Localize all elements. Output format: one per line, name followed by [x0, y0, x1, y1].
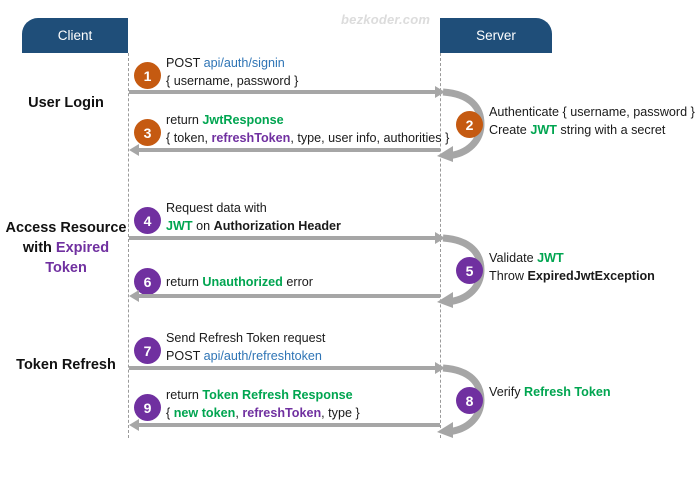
step-text-9: return Token Refresh Response { new toke… [166, 387, 360, 422]
section-line: Resource [60, 220, 127, 236]
step-text-6: return Unauthorized error [166, 274, 313, 292]
arrow-9-server-to-client [129, 419, 440, 431]
step-text-5: Validate JWT Throw ExpiredJwtException [489, 250, 655, 285]
step-badge-7: 7 [134, 337, 161, 364]
actor-header-client: Client [22, 18, 128, 53]
step-text-line: return JwtResponse [166, 113, 284, 127]
step-text-line: JWT on Authorization Header [166, 218, 341, 233]
step-text-line: Request data with [166, 201, 267, 215]
section-line: Login [64, 95, 104, 111]
step-text-4: Request data with JWT on Authorization H… [166, 200, 341, 235]
step-badge-5: 5 [456, 257, 483, 284]
section-label-user-login: User Login [4, 93, 128, 113]
section-line: Refresh [61, 357, 116, 373]
arrowhead-right-icon [435, 232, 445, 244]
step-badge-1: 1 [134, 62, 161, 89]
step-text-line: Throw ExpiredJwtException [489, 268, 655, 283]
actor-label-server: Server [476, 28, 516, 43]
step-text-line: Verify Refresh Token [489, 385, 611, 399]
section-line: User [28, 95, 61, 111]
actor-header-server: Server [440, 18, 552, 53]
step-text-line: { new token, refreshToken, type } [166, 405, 360, 420]
arrowhead-left-icon [129, 419, 139, 431]
step-text-line: { token, refreshToken, type, user info, … [166, 130, 450, 145]
arrowhead-right-icon [435, 86, 445, 98]
lifeline-server [440, 53, 441, 438]
step-badge-2: 2 [456, 111, 483, 138]
watermark-bezkoder: bezkoder.com [341, 12, 431, 27]
step-badge-9: 9 [134, 394, 161, 421]
step-text-line: return Unauthorized error [166, 275, 313, 289]
arrowhead-right-icon [435, 362, 445, 374]
step-text-line: POST api/auth/refreshtoken [166, 348, 322, 363]
arrow-4-client-to-server [129, 232, 445, 244]
section-line: with [22, 240, 52, 256]
section-label-token-refresh: Token Refresh [4, 355, 128, 375]
step-text-line: POST api/auth/signin [166, 56, 285, 70]
step-text-7: Send Refresh Token request POST api/auth… [166, 330, 325, 365]
step-badge-4: 4 [134, 207, 161, 234]
step-text-line: Send Refresh Token request [166, 331, 326, 345]
arrowhead-left-icon [129, 290, 139, 302]
section-line: Access [5, 220, 57, 236]
step-text-line: { username, password } [166, 73, 299, 88]
step-text-8: Verify Refresh Token [489, 384, 611, 402]
actor-label-client: Client [57, 28, 93, 43]
step-text-1: POST api/auth/signin { username, passwor… [166, 55, 298, 90]
step-text-3: return JwtResponse { token, refreshToken… [166, 112, 449, 147]
step-badge-3: 3 [134, 119, 161, 146]
arrow-1-client-to-server [129, 86, 445, 98]
arrow-3-server-to-client [129, 144, 440, 156]
section-line-accent: Expired Token [45, 240, 110, 276]
arrowhead-left-icon [129, 144, 139, 156]
step-text-line: Validate JWT [489, 251, 564, 265]
step-text-line: return Token Refresh Response [166, 388, 353, 402]
step-text-line: Authenticate { username, password } [489, 105, 695, 119]
step-text-line: Create JWT string with a secret [489, 122, 666, 137]
arrow-6-server-to-client [129, 290, 440, 302]
step-text-2: Authenticate { username, password } Crea… [489, 104, 695, 139]
section-line: Token [16, 357, 58, 373]
arrow-7-client-to-server [129, 362, 445, 374]
section-label-access-resource: Access Resource with Expired Token [4, 218, 128, 278]
step-badge-8: 8 [456, 387, 483, 414]
lifeline-client [128, 53, 129, 438]
